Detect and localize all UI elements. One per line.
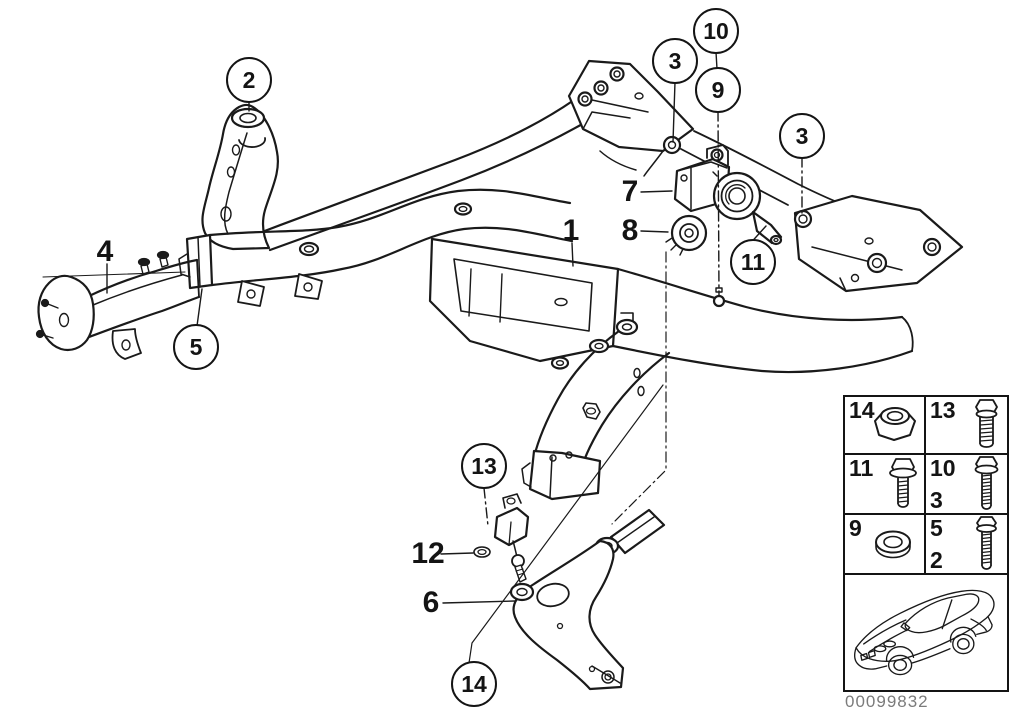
callout-12-label: 12 [411,537,445,570]
callout-11-label: 11 [740,248,766,275]
hex-bolt-long-icon [976,516,997,570]
lower-control-arm [473,493,666,691]
front-crossmember [178,188,574,307]
callout-13-label: 13 [471,452,497,479]
vehicle-sketch-icon [854,589,995,676]
callout-2: 2 [226,57,272,103]
leader-lines [42,51,803,664]
legend-row-1: 14 13 [845,397,1007,455]
rear-upper-beam [260,98,853,252]
legend-cell-11: 11 [845,455,926,513]
callout-5: 5 [173,324,219,370]
lock-nut-icon [874,407,916,441]
callout-6: 6 [423,588,440,618]
crossmember-right [611,267,914,374]
callout-8-label: 8 [621,214,639,247]
parts-legend: 14 13 [843,395,1009,692]
legend-num-11: 11 [849,455,874,481]
legend-num-10: 10 [930,455,956,481]
callout-10-label: 10 [703,17,729,44]
legend-cell-13: 13 [926,397,1007,453]
callout-14-label: 14 [461,670,487,697]
callout-6-label: 6 [422,586,440,619]
subframe-center-plate [428,237,620,363]
callout-3-right-label: 3 [795,122,809,149]
left-bracket [35,250,201,360]
upper-left-mount-plate [567,59,695,177]
document-number: 00099832 [845,692,929,711]
callout-10: 10 [693,8,739,54]
legend-num-13: 13 [930,397,956,423]
callout-5-label: 5 [189,333,203,360]
callout-4-label: 4 [96,235,114,268]
callout-3-left: 3 [652,38,698,84]
torque-strut-mount [712,171,783,246]
flange-bolt-icon [889,458,917,508]
legend-num-3: 3 [930,486,943,513]
callout-7-label: 7 [621,175,639,208]
legend-num-14: 14 [849,397,875,423]
callout-8: 8 [622,216,639,246]
callout-9: 9 [695,67,741,113]
callout-3-left-label: 3 [668,47,682,74]
vehicle-thumbnail [845,575,1007,688]
callout-2-label: 2 [242,66,256,93]
control-arm-bushing [665,214,708,256]
flange-bolt-long-icon [974,456,999,510]
legend-cell-9: 9 [845,515,926,573]
rear-left-arm [521,312,671,501]
callout-9-label: 9 [711,76,725,103]
legend-cell-14: 14 [845,397,926,453]
callout-4: 4 [97,237,114,267]
legend-row-3: 9 5 2 [845,515,1007,575]
right-mount-plate [793,194,964,293]
callout-3-right: 3 [779,113,825,159]
legend-cell-10-3: 10 3 [926,455,1007,513]
callout-7: 7 [622,177,639,207]
left-tower-arm [201,103,279,251]
callout-1: 1 [563,216,580,246]
legend-row-2: 11 10 3 [845,455,1007,515]
callout-14: 14 [451,661,497,707]
callout-1-label: 1 [562,214,580,247]
callout-11: 11 [730,239,776,285]
legend-num-2: 2 [930,546,943,573]
legend-num-9: 9 [849,515,862,541]
legend-num-5: 5 [930,515,943,541]
callout-12: 12 [411,539,444,569]
legend-cell-5-2: 5 2 [926,515,1007,573]
hex-bolt-icon [975,399,998,448]
washer-icon [875,530,911,559]
callout-13: 13 [461,443,507,489]
